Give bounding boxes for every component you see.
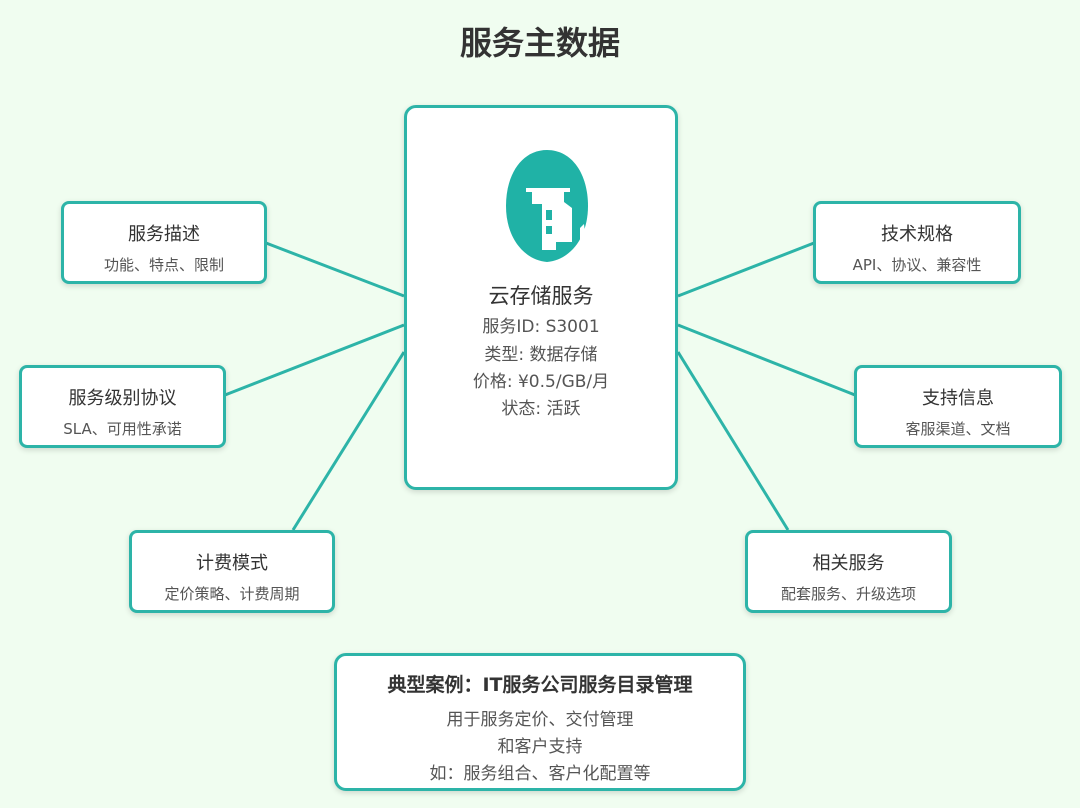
node-subtitle: 配套服务、升级选项 <box>780 585 916 603</box>
connector-tech <box>677 241 815 298</box>
page-title: 服务主数据 <box>459 24 620 62</box>
connector-description <box>265 241 405 298</box>
node-title: 计费模式 <box>196 553 268 574</box>
node-tech-specs: 技术规格 API、协议、兼容性 <box>813 201 1021 284</box>
node-title: 相关服务 <box>812 553 885 574</box>
service-type: 类型: 数据存储 <box>484 345 598 365</box>
node-sla: 服务级别协议 SLA、可用性承诺 <box>19 365 226 448</box>
service-id: 服务ID: S3001 <box>482 317 600 337</box>
connector-related <box>676 351 790 531</box>
case-line: 如：服务组合、客户化配置等 <box>429 764 651 784</box>
node-service-description: 服务描述 功能、特点、限制 <box>61 201 267 284</box>
service-price: 价格: ¥0.5/GB/月 <box>472 372 610 392</box>
node-subtitle: SLA、可用性承诺 <box>63 420 182 438</box>
node-support-info: 支持信息 客服渠道、文档 <box>854 365 1062 448</box>
node-title: 服务描述 <box>128 224 200 245</box>
service-name: 云存储服务 <box>488 284 594 308</box>
central-service-card: 云存储服务 服务ID: S3001 类型: 数据存储 价格: ¥0.5/GB/月… <box>404 105 678 490</box>
connector-sla <box>224 323 405 397</box>
node-subtitle: 功能、特点、限制 <box>103 256 224 274</box>
case-study-card: 典型案例：IT服务公司服务目录管理 用于服务定价、交付管理 和客户支持 如：服务… <box>334 653 746 791</box>
node-subtitle: 定价策略、计费周期 <box>164 585 300 603</box>
cloud-storage-icon <box>506 150 588 262</box>
node-subtitle: 客服渠道、文档 <box>905 420 1011 438</box>
connector-support <box>677 323 856 397</box>
case-line: 和客户支持 <box>497 737 583 757</box>
node-related-services: 相关服务 配套服务、升级选项 <box>745 530 952 613</box>
service-status: 状态: 活跃 <box>501 399 581 419</box>
node-title: 技术规格 <box>881 224 953 245</box>
node-title: 支持信息 <box>922 388 994 409</box>
connector-billing <box>291 351 406 531</box>
case-line: 用于服务定价、交付管理 <box>446 710 634 730</box>
node-subtitle: API、协议、兼容性 <box>852 256 982 274</box>
node-billing-model: 计费模式 定价策略、计费周期 <box>129 530 335 613</box>
case-title: 典型案例：IT服务公司服务目录管理 <box>387 674 693 696</box>
node-title: 服务级别协议 <box>68 388 177 409</box>
